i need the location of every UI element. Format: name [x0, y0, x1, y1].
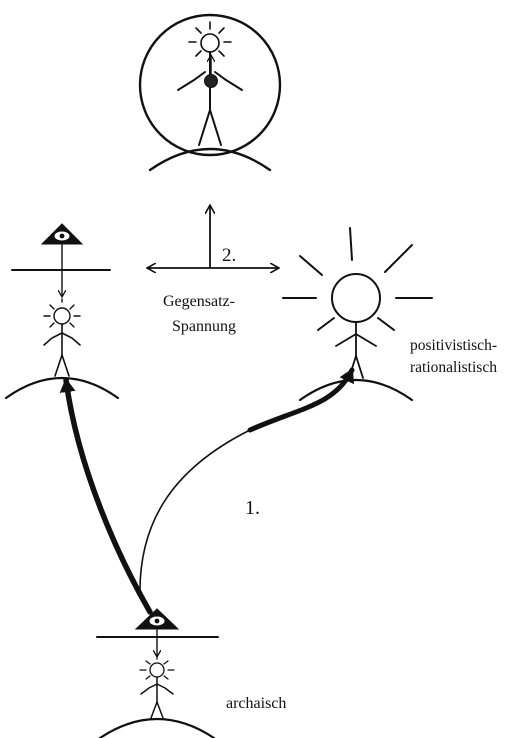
tension-arrows	[148, 206, 278, 268]
globe-arc-icon	[148, 147, 272, 172]
globe-arc-icon	[4, 376, 120, 400]
stick-figure-icon	[335, 321, 377, 379]
step1-label: 1.	[245, 497, 260, 519]
globe-arc-icon	[298, 378, 414, 402]
stick-figure-icon	[177, 51, 243, 146]
heart-dot	[204, 74, 218, 88]
right-figure-group	[282, 227, 433, 402]
sun-head-icon	[188, 21, 232, 57]
tension-label-line1: Gegensatz-	[163, 293, 235, 310]
positivist-label-line2: rationalistisch	[410, 359, 497, 376]
arrow-to-left-figure	[59, 377, 153, 615]
left-figure-group	[4, 223, 120, 400]
integrated-figure-group	[138, 13, 282, 172]
step2-label: 2.	[222, 245, 236, 266]
sun-head-icon	[43, 298, 81, 328]
large-sun-head-icon	[282, 227, 433, 331]
archaic-figure-group	[96, 608, 219, 738]
eye-in-triangle-icon	[134, 608, 180, 630]
tension-label-line2: Spannung	[172, 318, 236, 335]
enclosing-circle	[138, 13, 282, 157]
positivist-label-line1: positivistisch-	[410, 337, 497, 354]
stick-figure-icon	[140, 676, 174, 719]
eye-in-triangle-icon	[40, 223, 84, 245]
arrow-to-right-figure-thick	[247, 367, 355, 433]
stick-figure-icon	[43, 323, 81, 377]
archaic-label: archaisch	[226, 695, 286, 712]
sun-head-icon	[139, 656, 175, 680]
development-arrows	[59, 367, 355, 615]
arrow-to-right-figure-thin	[139, 429, 251, 599]
globe-arc-icon	[98, 717, 216, 738]
